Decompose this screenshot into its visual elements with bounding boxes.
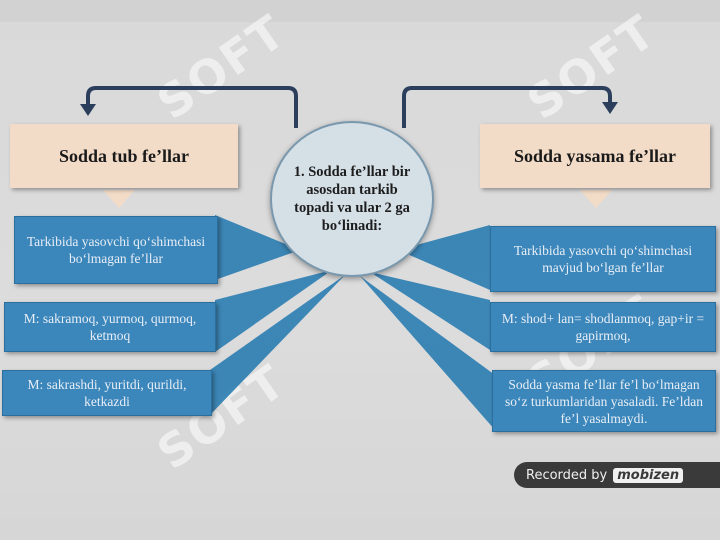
- chevron-right-icon: [580, 190, 612, 208]
- recorder-brand-logo: mobizen: [613, 467, 684, 483]
- center-text: 1. Sodda fe’llar bir asosdan tarkib topa…: [293, 164, 411, 234]
- left-box-examples-1: M: sakramoq, yurmoq, qurmoq, ketmoq: [4, 302, 216, 352]
- right-box-definition: Tarkibida yasovchi qo‘shimchasi mavjud b…: [490, 226, 716, 292]
- left-box-definition: Tarkibida yasovchi qo‘shimchasi bo‘lmaga…: [14, 216, 218, 284]
- left-title: Sodda tub fe’llar: [10, 124, 238, 188]
- right-box-examples: M: shod+ lan= shodlanmoq, gap+ir = gapir…: [490, 302, 716, 352]
- connector-left-2: [215, 270, 332, 352]
- arrow-head-left: [80, 104, 96, 116]
- arrow-to-left-title: [86, 86, 298, 128]
- connector-right-3: [360, 276, 495, 430]
- connector-right-2: [370, 272, 490, 350]
- connector-left-1: [215, 215, 300, 280]
- right-title: Sodda yasama fe’llar: [480, 124, 710, 188]
- recorder-label: Recorded by: [526, 467, 608, 483]
- left-box-examples-2: M: sakrashdi, yuritdi, qurildi, ketkazdi: [2, 370, 212, 416]
- arrow-to-right-title: [402, 86, 612, 128]
- top-bar: [0, 0, 720, 22]
- recorder-badge: Recorded by mobizen: [514, 462, 720, 488]
- center-circle: 1. Sodda fe’llar bir asosdan tarkib topa…: [270, 121, 434, 277]
- right-box-note: Sodda yasma fe’llar fe’l bo‘lmagan so‘z …: [492, 370, 716, 432]
- arrow-head-right: [602, 102, 618, 114]
- connector-right-1: [398, 225, 490, 290]
- chevron-left-icon: [103, 190, 135, 208]
- connector-left-3: [210, 275, 345, 415]
